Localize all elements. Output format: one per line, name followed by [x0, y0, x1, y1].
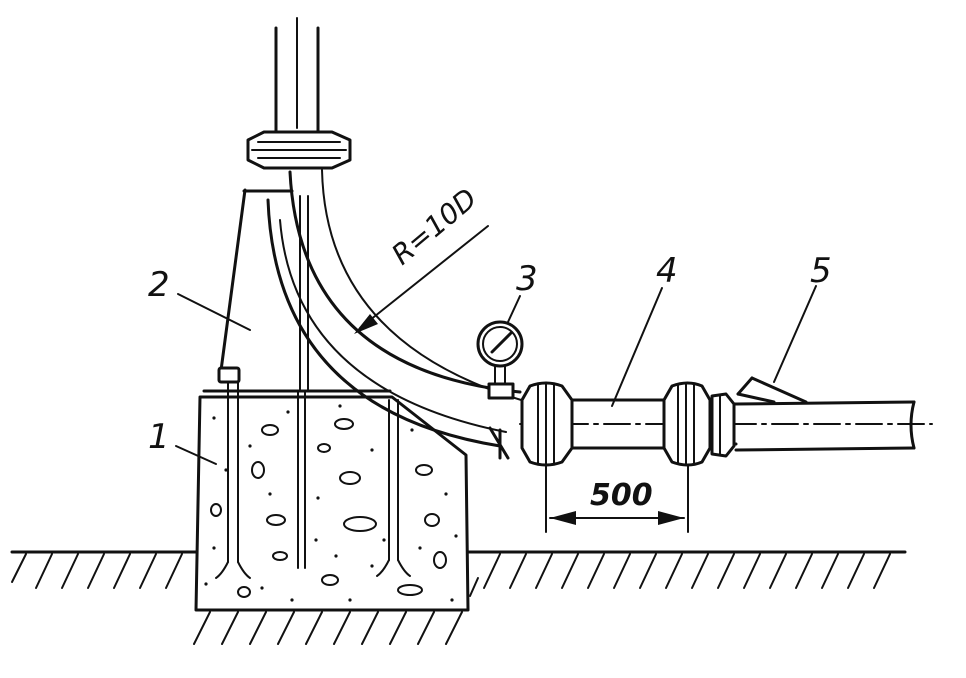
ground-hatching — [11, 553, 891, 645]
top-flange — [246, 130, 352, 170]
pressure-gauge — [476, 320, 524, 400]
concrete-aggregate — [210, 418, 447, 598]
coupling-left — [520, 381, 574, 467]
radius-note: R=10D — [385, 182, 483, 272]
dimension-value: 500 — [590, 478, 653, 513]
straight-pipe — [519, 381, 933, 467]
vertical-pipe — [246, 17, 352, 170]
callout-4: 4 — [656, 251, 678, 291]
callouts: 1 2 3 4 5 — [148, 251, 832, 465]
dimension-line — [545, 465, 689, 533]
support-bracket — [217, 188, 309, 391]
callout-3: 3 — [516, 259, 538, 299]
concrete-foundation — [194, 379, 470, 612]
callout-2: 2 — [148, 265, 170, 305]
concrete-speckles — [204, 404, 458, 602]
anchor-bolts — [215, 379, 411, 579]
callout-5: 5 — [810, 251, 832, 291]
radius-leader — [354, 225, 489, 334]
gauge-needle — [490, 331, 513, 354]
callout-1: 1 — [148, 417, 170, 457]
branch-nozzle — [736, 376, 808, 404]
ground — [10, 550, 907, 645]
coupling-right — [710, 392, 736, 458]
bolt-nut — [217, 366, 241, 384]
coupling-middle — [662, 381, 712, 467]
